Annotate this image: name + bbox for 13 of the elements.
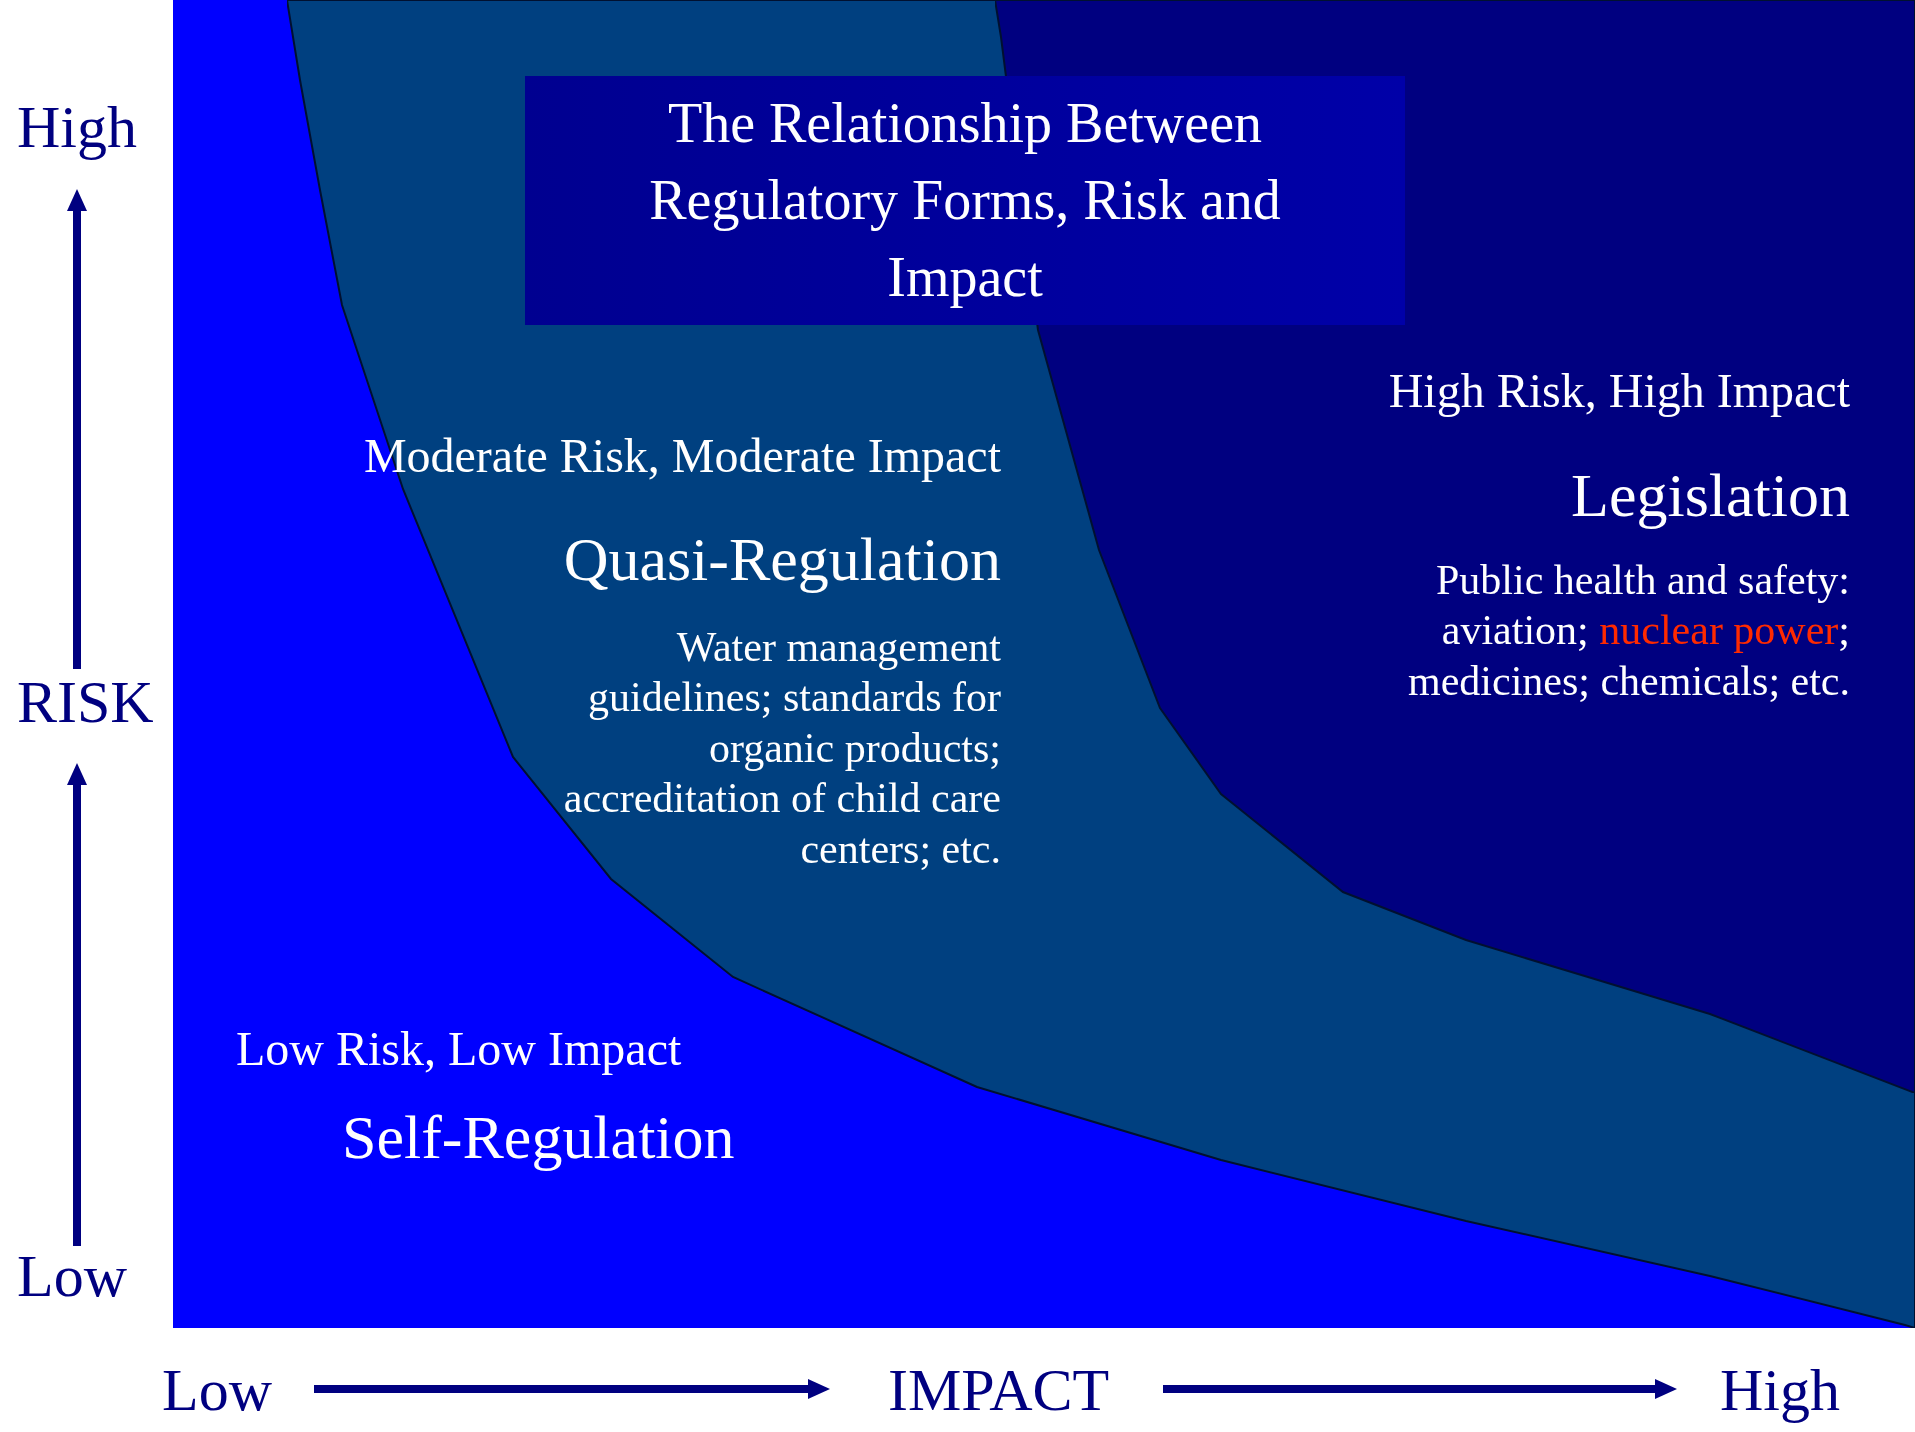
axis-title: RISK bbox=[17, 672, 154, 732]
category-heading: Low Risk, Low Impact bbox=[236, 1021, 683, 1077]
examples-text: Public health and safety: aviation; nuclear power; medicines; chemicals; etc. bbox=[1407, 556, 1850, 706]
regulation-heading: Quasi-Regulation bbox=[562, 524, 1001, 595]
regulation-heading: Legislation bbox=[1570, 460, 1850, 531]
regulation-heading: Self-Regulation bbox=[342, 1102, 736, 1173]
category-heading: High Risk, High Impact bbox=[1387, 363, 1850, 419]
title-banner: The Relationship Between Regulatory Forms, Risk and Impact bbox=[525, 76, 1405, 325]
axis-label: Low bbox=[17, 1246, 127, 1306]
axis-title: IMPACT bbox=[888, 1360, 1110, 1420]
examples-text: Water management guidelines; standards for organic products; accreditation of child care centers; etc. bbox=[562, 623, 1001, 874]
axis-label: Low bbox=[162, 1360, 272, 1420]
category-heading: Moderate Risk, Moderate Impact bbox=[362, 428, 1001, 484]
